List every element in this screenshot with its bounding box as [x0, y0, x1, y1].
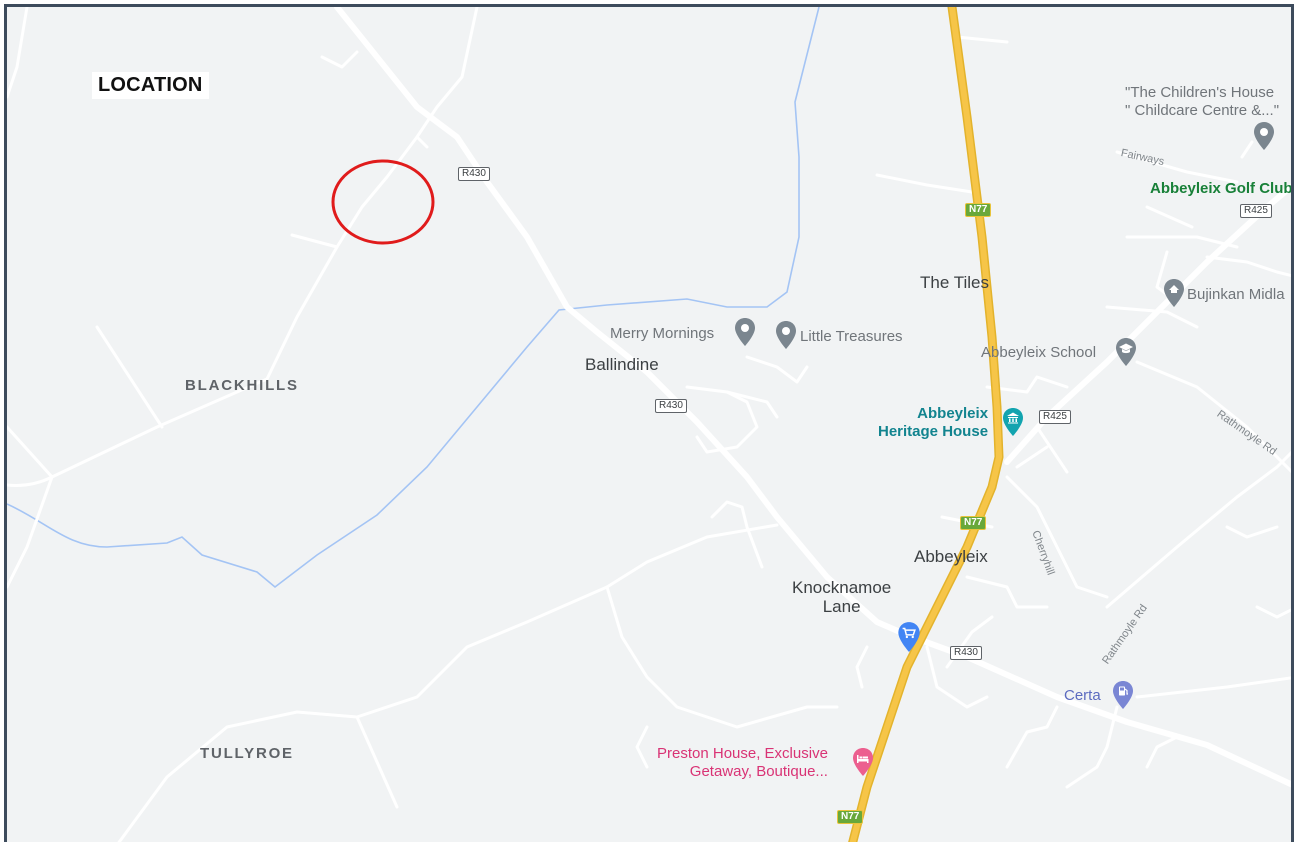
road	[1135, 676, 1291, 699]
road	[1125, 235, 1239, 249]
road	[955, 35, 1009, 44]
road	[7, 425, 54, 479]
road	[1015, 445, 1049, 469]
poi-label-bujinkan[interactable]: Bujinkan Midla	[1187, 286, 1285, 303]
heritage-line1: Abbeyleix	[917, 405, 989, 422]
poi-label-childrens-house[interactable]: "The Children's House " Childcare Centre…	[1125, 84, 1279, 120]
national-road	[848, 7, 1004, 842]
knocknamoe-line1: Knocknamoe	[792, 578, 892, 597]
road-n77	[849, 7, 1002, 842]
childrens-house-line2: " Childcare Centre &..."	[1125, 102, 1280, 119]
poi-label-merry-mornings[interactable]: Merry Mornings	[610, 325, 715, 342]
road	[1240, 140, 1254, 159]
road	[855, 645, 869, 689]
road	[1205, 255, 1291, 278]
road	[1255, 605, 1291, 619]
road	[875, 173, 974, 194]
knocknamoe-line2: Lane	[822, 597, 861, 616]
road	[965, 575, 1049, 609]
road	[355, 715, 399, 809]
road-shield-r430: R430	[655, 399, 687, 413]
town-label-knocknamoe-lane[interactable]: Knocknamoe Lane	[792, 578, 891, 616]
road-shield-n77: N77	[837, 810, 864, 824]
location-title: LOCATION	[92, 72, 209, 99]
road	[1145, 205, 1194, 229]
preston-line2: Getaway, Boutique...	[689, 763, 828, 780]
road-shield-r425: R425	[1039, 410, 1071, 424]
road-shield-r425: R425	[1240, 204, 1272, 218]
road	[290, 233, 339, 249]
road	[1115, 150, 1239, 184]
poi-label-golf-club[interactable]: Abbeyleix Golf Club	[1150, 180, 1293, 197]
map-canvas[interactable]	[7, 7, 1294, 842]
museum-icon[interactable]	[1002, 407, 1024, 437]
road	[1105, 450, 1291, 609]
road	[95, 325, 164, 429]
map-pin-icon[interactable]	[775, 320, 797, 350]
road	[1005, 475, 1109, 599]
minor-roads	[7, 7, 1291, 842]
map-frame[interactable]: LOCATION BLACKHILLS TULLYROE Ballindine …	[4, 4, 1294, 842]
location-marker-circle	[331, 159, 435, 245]
road-r430	[334, 7, 1291, 788]
hotel-icon[interactable]	[852, 747, 874, 777]
fuel-station-icon[interactable]	[1112, 680, 1134, 710]
road	[7, 7, 29, 99]
area-label-tullyroe: TULLYROE	[200, 745, 294, 762]
road	[1035, 425, 1069, 474]
road	[925, 645, 989, 709]
heritage-line2: Heritage House	[878, 423, 989, 440]
road	[1005, 705, 1059, 769]
road-shield-r430: R430	[950, 646, 982, 660]
road-shield-n77: N77	[965, 203, 992, 217]
town-label-the-tiles[interactable]: The Tiles	[920, 273, 989, 292]
area-label-blackhills: BLACKHILLS	[185, 377, 299, 394]
road	[7, 7, 479, 487]
road	[985, 375, 1069, 394]
river	[7, 7, 820, 589]
preston-line1: Preston House, Exclusive	[657, 745, 828, 762]
road	[725, 390, 779, 419]
road	[710, 500, 764, 569]
poi-label-abbeyleix-school[interactable]: Abbeyleix School	[981, 344, 1097, 361]
school-icon[interactable]	[1115, 337, 1137, 367]
map-pin-icon[interactable]	[1163, 278, 1185, 308]
road-shield-n77: N77	[960, 516, 987, 530]
road	[605, 585, 839, 729]
road	[117, 523, 779, 842]
map-pin-icon[interactable]	[734, 317, 756, 347]
childrens-house-line1: "The Children's House	[1125, 84, 1275, 101]
road	[320, 50, 359, 69]
shopping-cart-icon[interactable]	[897, 621, 921, 653]
town-label-abbeyleix[interactable]: Abbeyleix	[914, 547, 988, 566]
river-layer	[7, 7, 820, 589]
poi-label-certa[interactable]: Certa	[1064, 687, 1101, 704]
poi-label-heritage-house[interactable]: Abbeyleix Heritage House	[878, 405, 988, 441]
road	[7, 475, 54, 589]
map-pin-icon[interactable]	[1253, 121, 1275, 151]
road	[635, 725, 649, 769]
poi-label-preston-house[interactable]: Preston House, Exclusive Getaway, Boutiq…	[657, 745, 828, 781]
road	[1225, 525, 1279, 539]
road	[1065, 705, 1119, 789]
poi-label-little-treasures[interactable]: Little Treasures	[800, 328, 903, 345]
road	[1135, 360, 1291, 474]
regional-roads	[334, 7, 1291, 788]
town-label-ballindine[interactable]: Ballindine	[585, 355, 659, 374]
road	[415, 135, 429, 149]
road	[1105, 305, 1199, 329]
road	[745, 355, 809, 384]
road-shield-r430: R430	[458, 167, 490, 181]
road	[1145, 735, 1179, 769]
